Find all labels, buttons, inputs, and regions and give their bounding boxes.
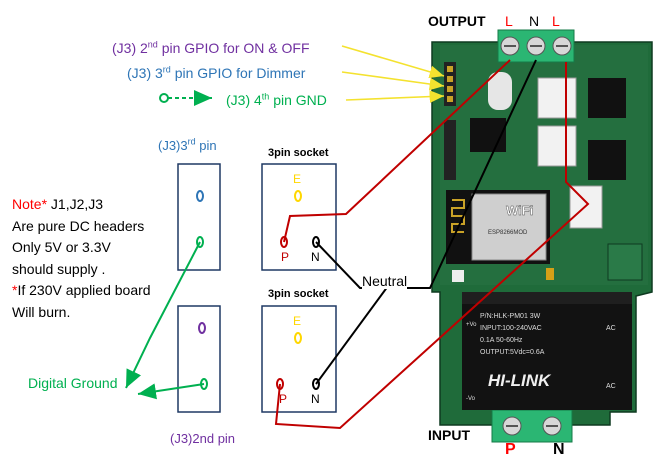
socket-top <box>261 163 337 271</box>
input-pin-p: P <box>505 441 516 458</box>
socket-bottom <box>261 305 337 413</box>
input-pin-n: N <box>553 441 565 458</box>
hlk-vo-neg: -Vo <box>466 396 476 402</box>
socket-bottom-title: 3pin socket <box>268 288 329 300</box>
push-button <box>452 270 464 282</box>
led <box>488 72 512 110</box>
pin3-description: (J3) 3rd pin GPIO for Dimmer <box>127 64 306 81</box>
neutral-label: Neutral <box>362 273 408 289</box>
hlk-input: INPUT:100-240VAC <box>480 325 542 332</box>
hlk-power-module <box>462 292 632 410</box>
note-line-6: Will burn. <box>12 303 71 320</box>
pin2-description: (J3) 2nd pin GPIO for ON & OFF <box>112 39 310 56</box>
socket-top-title: 3pin socket <box>268 147 329 159</box>
microcontroller-chip <box>470 118 506 152</box>
optocoupler-2 <box>537 125 577 167</box>
neutral-hole-top <box>312 236 320 248</box>
optocoupler-1 <box>537 77 577 119</box>
j3-connector-top <box>177 163 221 271</box>
triac-2 <box>588 140 626 180</box>
input-label: INPUT <box>428 427 470 443</box>
hlk-ac-1: AC <box>606 325 616 332</box>
j3-connector-bottom <box>177 305 221 413</box>
triac-1 <box>588 78 626 118</box>
socket-top-earth: E <box>293 172 302 186</box>
esp-id: ESP8266MOD <box>488 230 528 236</box>
output-pin-l2: L <box>552 13 560 29</box>
hlk-vo-pos: +Vo <box>466 322 477 328</box>
output-label: OUTPUT <box>428 13 486 29</box>
hlk-current: 0.1A 50-60Hz <box>480 337 523 344</box>
capacitor <box>546 268 554 280</box>
note-line-2: Are pure DC headers <box>12 217 145 234</box>
socket-bottom-neutral: N <box>311 392 320 406</box>
note-block: Note* J1,J2,J3 Are pure DC headers Only … <box>12 194 151 323</box>
note-line-5: *If 230V applied board <box>12 282 151 298</box>
digital-ground-label: Digital Ground <box>28 375 118 391</box>
hlk-model: P/N:HLK-PM01 3W <box>480 313 541 320</box>
output-pin-n: N <box>529 13 540 29</box>
socket-top-neutral: N <box>311 250 320 264</box>
fuse-area <box>607 243 643 281</box>
j3-2nd-pin-label: (J3)2nd pin <box>170 431 236 446</box>
output-terminal-block <box>497 29 575 63</box>
input-terminal-block <box>491 409 573 443</box>
output-pin-l1: L <box>505 13 513 29</box>
earth-hole-bottom <box>294 332 302 344</box>
socket-bottom-phase: P <box>279 392 288 406</box>
phase-hole-top <box>280 236 288 248</box>
note-line-3: Only 5V or 3.3V <box>12 239 111 255</box>
j3-3rd-pin-label: (J3)3rd pin <box>158 136 217 153</box>
j3-header <box>444 62 456 180</box>
j3-pin2-hole <box>198 322 206 334</box>
neutral-hole-bottom <box>312 378 320 390</box>
esp8266-module <box>446 190 550 264</box>
hlk-brand: HI-LINK <box>488 371 552 390</box>
wifi-logo: WiFi <box>506 203 533 218</box>
socket-top-phase: P <box>281 250 290 264</box>
hlk-output: OUTPUT:5Vdc=0.6A <box>480 349 545 356</box>
socket-bottom-earth: E <box>293 314 302 328</box>
j3-gnd-hole-top <box>196 236 204 248</box>
pin4-description: (J3) 4th pin GND <box>226 91 327 108</box>
hlk-ac-2: AC <box>606 383 616 390</box>
earth-hole-top <box>294 190 302 202</box>
note-line-1: Note* J1,J2,J3 <box>12 196 104 212</box>
note-line-4: should supply . <box>12 260 106 277</box>
j3-pin3-hole <box>196 190 204 202</box>
